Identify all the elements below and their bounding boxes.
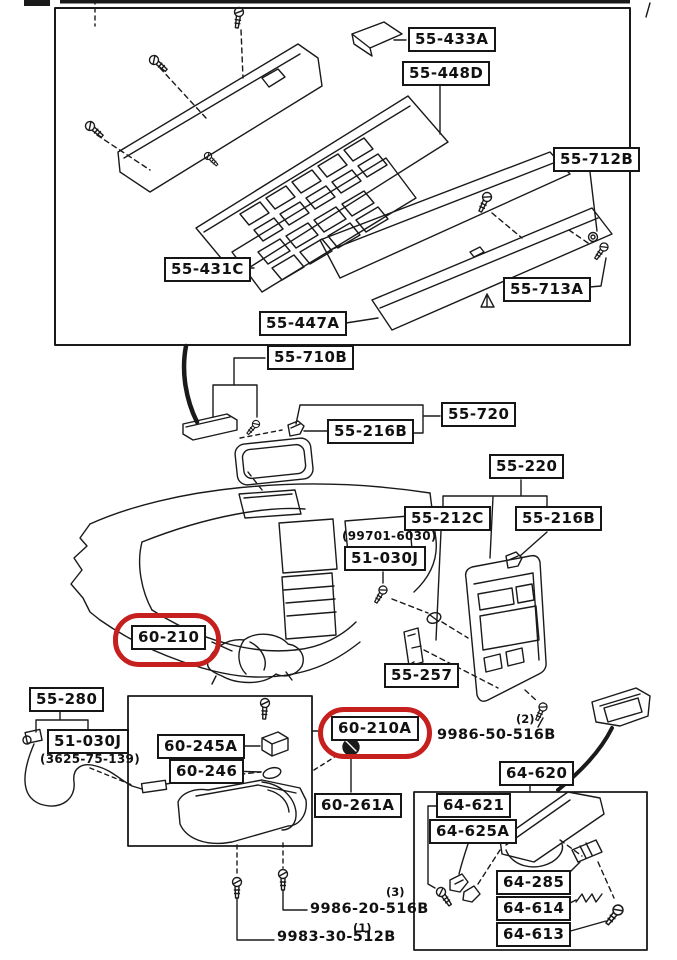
- part-label-55-280[interactable]: 55-280: [29, 687, 105, 712]
- part-label-55-216B-2[interactable]: 55-216B: [515, 506, 603, 531]
- page-top-remnants: [24, 0, 651, 27]
- part-label-55-431C[interactable]: 55-431C: [164, 257, 251, 282]
- part-label-55-257[interactable]: 55-257: [384, 663, 460, 688]
- part-label-55-212C[interactable]: 55-212C: [404, 506, 491, 531]
- dashboard-drawing: [70, 483, 437, 678]
- part-label-60-245A[interactable]: 60-245A: [157, 734, 245, 759]
- part-label-55-713A[interactable]: 55-713A: [503, 277, 591, 302]
- part-number-9986-50-516B: 9986-50-516B: [437, 727, 556, 743]
- part-label-55-433A[interactable]: 55-433A: [408, 27, 496, 52]
- part-label-64-614[interactable]: 64-614: [496, 896, 572, 921]
- part-label-64-613[interactable]: 64-613: [496, 922, 572, 947]
- highlight-oval-60-210A: [318, 707, 432, 759]
- heater-control-parts: [82, 6, 613, 331]
- quantity-2: (2): [516, 712, 535, 726]
- part-number-9983-30-512B: 9983-30-512B: [277, 929, 396, 945]
- part-label-64-621[interactable]: 64-621: [436, 793, 512, 818]
- quantity-1: (1): [353, 921, 372, 935]
- glovebox-parts: [427, 791, 626, 935]
- part-label-55-447A[interactable]: 55-447A: [259, 311, 347, 336]
- part-label-55-712B[interactable]: 55-712B: [553, 147, 641, 172]
- part-ref-99701-6030: (99701-6030): [342, 529, 437, 543]
- console-bezel-group: [435, 479, 550, 728]
- part-label-55-220[interactable]: 55-220: [489, 454, 565, 479]
- ashtray-section-box: [127, 695, 313, 847]
- part-label-55-216B-1[interactable]: 55-216B: [327, 419, 415, 444]
- highlight-oval-60-210: [113, 613, 221, 667]
- glovebox-section-box: [413, 784, 648, 951]
- part-label-64-285[interactable]: 64-285: [496, 870, 572, 895]
- part-label-64-620[interactable]: 64-620: [499, 761, 575, 786]
- part-label-60-246[interactable]: 60-246: [169, 759, 245, 784]
- part-label-64-625A[interactable]: 64-625A: [429, 819, 517, 844]
- part-label-51-030J-2[interactable]: 51-030J: [47, 729, 129, 754]
- quantity-3: (3): [386, 885, 405, 899]
- part-label-60-210A[interactable]: 60-210A: [331, 716, 419, 741]
- part-label-55-448D[interactable]: 55-448D: [402, 61, 491, 86]
- part-number-9986-20-516B: 9986-20-516B: [310, 901, 429, 917]
- lid-gasket-parts: [181, 343, 441, 491]
- part-ref-3625-75-139: (3625-75-139): [40, 752, 140, 766]
- fastener-group-51030J: [371, 571, 499, 689]
- part-label-55-710B[interactable]: 55-710B: [267, 345, 355, 370]
- part-label-55-720[interactable]: 55-720: [441, 402, 517, 427]
- column-cover-part: [206, 633, 304, 685]
- part-label-60-210[interactable]: 60-210: [131, 625, 207, 650]
- part-label-60-261A[interactable]: 60-261A: [314, 793, 402, 818]
- part-label-51-030J-1[interactable]: 51-030J: [344, 546, 426, 571]
